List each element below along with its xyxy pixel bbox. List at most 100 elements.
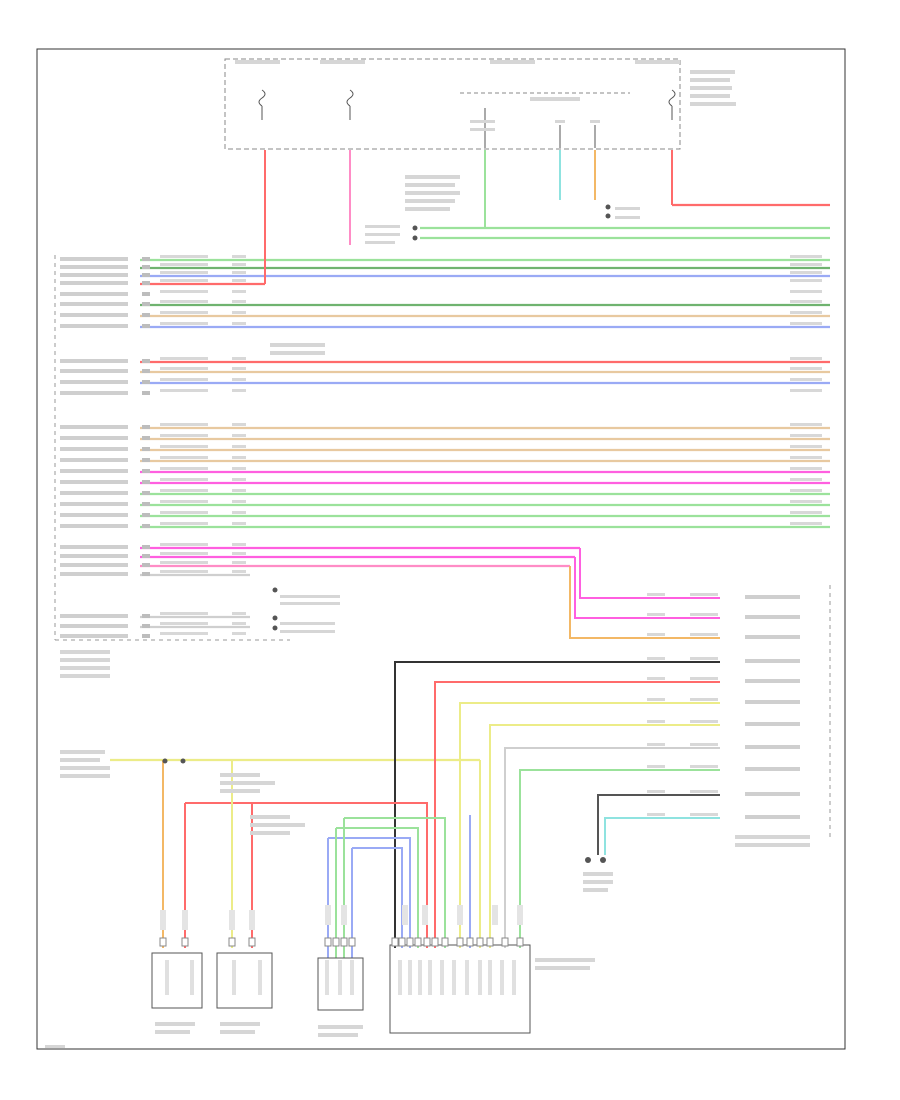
pin-name-mark-22 — [60, 545, 128, 549]
right-color-mark-7 — [790, 322, 822, 325]
connector-pin-1 — [181, 937, 189, 947]
illegible-label-16 — [470, 128, 495, 131]
circuit-mark-11 — [232, 389, 246, 392]
module-pin-label-2 — [232, 960, 236, 995]
connector-label-mark-10 — [517, 905, 523, 925]
wire-color-mark-4 — [160, 290, 208, 293]
right-pin-name-mark-8 — [745, 767, 800, 771]
illegible-label-49 — [535, 958, 595, 962]
pin-name-mark-2 — [60, 273, 128, 277]
illegible-label-54 — [220, 1030, 255, 1034]
connector-pin-11 — [414, 937, 422, 947]
connector-pin-13 — [431, 937, 439, 947]
right-pin-name-mark-4 — [745, 679, 800, 683]
wire-color-mark-0 — [160, 255, 208, 258]
routed-wire-7 — [574, 557, 720, 619]
module-pin-label-16 — [500, 960, 504, 995]
module-pin-label-0 — [165, 960, 169, 995]
wire-color-mark-9 — [160, 367, 208, 370]
connector-pin-16 — [466, 937, 474, 947]
illegible-label-20 — [615, 216, 640, 219]
wire-color-mark-23 — [160, 552, 208, 555]
right-pin-name-mark-0 — [745, 595, 800, 599]
right-color-mark-15 — [790, 456, 822, 459]
pin-name-mark-0 — [60, 257, 128, 261]
illegible-label-37 — [250, 815, 290, 819]
right-wire-mark-3 — [690, 657, 718, 660]
pin-number-mark-19 — [142, 502, 150, 506]
connector-pin-18 — [486, 937, 494, 947]
routed-wire-25 — [344, 817, 446, 948]
module-pin-label-12 — [452, 960, 456, 995]
right-color-mark-8 — [790, 357, 822, 360]
circuit-mark-14 — [232, 445, 246, 448]
pin-name-mark-4 — [60, 292, 128, 296]
right-color-mark-10 — [790, 378, 822, 381]
module-pin-label-6 — [350, 960, 354, 995]
right-wire-mark-1 — [690, 613, 718, 616]
connector-pin-8 — [391, 937, 399, 947]
circuit-mark-15 — [232, 456, 246, 459]
routed-wire-24 — [336, 827, 419, 948]
wire-color-mark-27 — [160, 622, 208, 625]
wire-color-mark-24 — [160, 561, 208, 564]
wire-color-mark-21 — [160, 522, 208, 525]
illegible-label-30 — [60, 750, 105, 754]
right-wire-mark-9 — [690, 790, 718, 793]
pin-name-mark-17 — [60, 480, 128, 484]
wire-color-mark-13 — [160, 434, 208, 437]
module-pin-label-7 — [398, 960, 402, 995]
circuit-mark-21 — [232, 522, 246, 525]
connector-pin-0 — [159, 937, 167, 947]
pin-name-mark-1 — [60, 265, 128, 269]
illegible-label-19 — [615, 207, 640, 210]
right-color-mark-5 — [790, 300, 822, 303]
pin-name-mark-20 — [60, 513, 128, 517]
connector-label-mark-7 — [422, 905, 428, 925]
connector-label-mark-5 — [341, 905, 347, 925]
circuit-mark-8 — [232, 357, 246, 360]
pin-number-mark-22 — [142, 545, 150, 549]
connector-label-mark-6 — [402, 905, 408, 925]
illegible-label-41 — [280, 602, 340, 605]
connector-terminals — [159, 905, 524, 995]
routed-wire-15 — [597, 794, 720, 855]
connector-label-mark-0 — [160, 910, 166, 930]
connector-pin-12 — [423, 937, 431, 947]
wire-color-mark-16 — [160, 467, 208, 470]
routed-wire-16 — [604, 817, 720, 855]
illegible-label-38 — [250, 823, 305, 827]
circuit-mark-6 — [232, 311, 246, 314]
illegible-label-36 — [220, 789, 260, 793]
illegible-label-31 — [60, 758, 100, 762]
wire-color-mark-7 — [160, 322, 208, 325]
illegible-label-1 — [320, 60, 365, 64]
pin-number-mark-27 — [142, 624, 150, 628]
right-steering-switch-box — [216, 952, 273, 1009]
illegible-label-45 — [735, 843, 810, 847]
pin-name-mark-12 — [60, 425, 128, 429]
right-color-mark-12 — [790, 423, 822, 426]
illegible-label-39 — [250, 831, 290, 835]
illegible-label-51 — [155, 1022, 195, 1026]
connector-pin-6 — [340, 937, 348, 947]
illegible-label-46 — [583, 872, 613, 876]
pin-number-mark-8 — [142, 359, 150, 363]
pin-name-mark-21 — [60, 524, 128, 528]
pin-name-mark-13 — [60, 436, 128, 440]
pin-number-mark-4 — [142, 292, 150, 296]
wire-color-mark-10 — [160, 378, 208, 381]
circuit-mark-9 — [232, 367, 246, 370]
circuit-mark-24 — [232, 561, 246, 564]
circuit-mark-19 — [232, 500, 246, 503]
illegible-label-27 — [60, 658, 110, 662]
illegible-label-56 — [318, 1033, 358, 1037]
pin-number-mark-23 — [142, 554, 150, 558]
routed-wire-13 — [504, 747, 720, 948]
right-color-mark-9 — [790, 367, 822, 370]
connector-pin-5 — [332, 937, 340, 947]
pin-number-mark-16 — [142, 469, 150, 473]
right-pin-name-mark-2 — [745, 635, 800, 639]
circuit-mark-25 — [232, 570, 246, 573]
right-color-mark-11 — [790, 389, 822, 392]
